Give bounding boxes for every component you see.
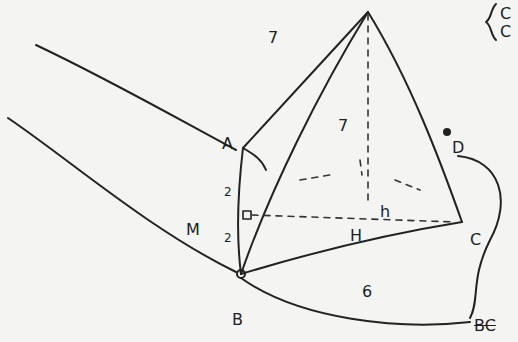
point-label: M: [186, 222, 200, 238]
point: [237, 270, 245, 278]
point-label: 7: [338, 118, 348, 134]
brace: [486, 4, 496, 40]
swoop: [8, 118, 236, 272]
median-line: [252, 215, 455, 222]
point-label: 6: [362, 284, 372, 300]
arc: [241, 278, 470, 325]
point-label: C: [500, 24, 511, 40]
swoop: [36, 45, 236, 150]
point-label: C: [500, 6, 511, 22]
height-line: [367, 14, 369, 205]
point-label: D: [452, 140, 464, 156]
point-label: B: [232, 312, 243, 328]
arc: [458, 156, 501, 318]
point-label: 2: [224, 186, 232, 198]
right-angle: [243, 211, 251, 219]
point: [444, 129, 450, 135]
point-label: C: [470, 232, 481, 248]
point-label: 7: [268, 30, 278, 46]
point-label: A: [222, 136, 233, 152]
edge-bc: [241, 222, 462, 274]
point-label: H: [350, 228, 362, 244]
edge-pb: [241, 12, 368, 274]
edge-pa: [243, 12, 368, 148]
point-label: BC: [474, 318, 496, 334]
edge-pc: [368, 12, 462, 222]
dash: [300, 160, 420, 190]
tick: [243, 148, 266, 170]
point-label: 2: [224, 232, 232, 244]
point-label: h: [380, 204, 390, 220]
